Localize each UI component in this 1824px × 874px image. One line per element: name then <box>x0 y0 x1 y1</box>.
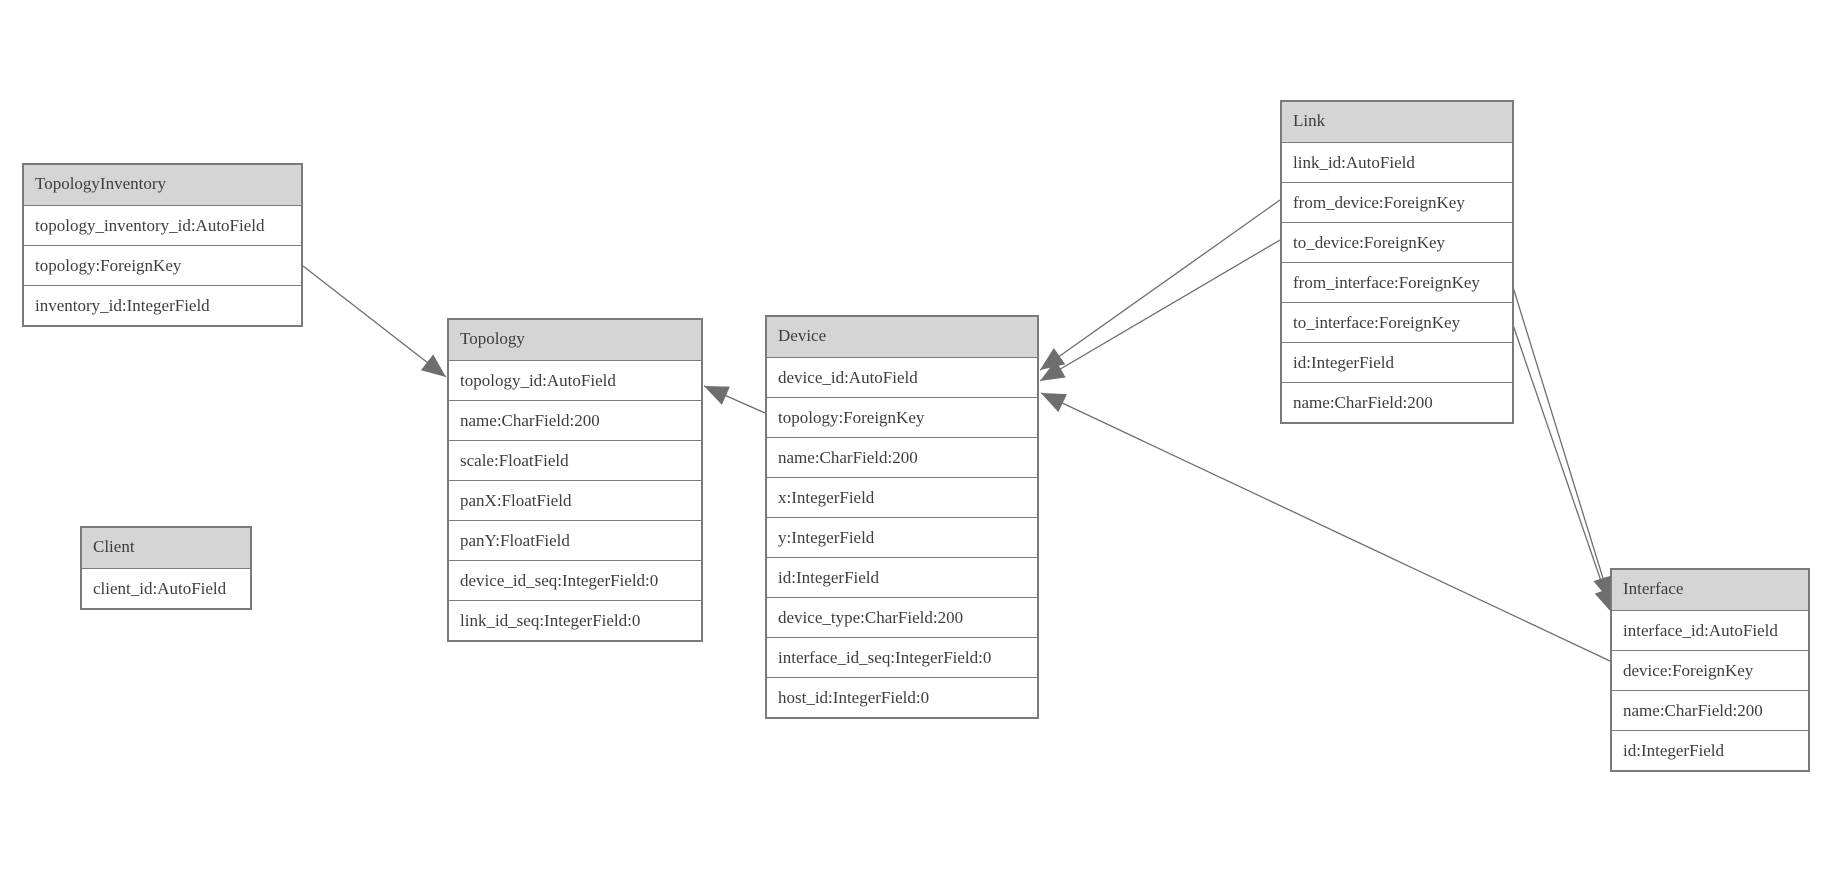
entity-field-row: name:CharField:200 <box>1282 382 1512 422</box>
edge-device-topology-to-topology <box>703 385 766 414</box>
entity-field-row: y:IntegerField <box>767 517 1037 557</box>
entity-field-row: host_id:IntegerField:0 <box>767 677 1037 717</box>
edge-topologyinventory-topology-to-topology <box>302 265 447 378</box>
entity-field-row: device_id_seq:IntegerField:0 <box>449 560 701 600</box>
entity-field-row: device:ForeignKey <box>1612 650 1808 690</box>
entity-field-row: panX:FloatField <box>449 480 701 520</box>
edge-group <box>302 199 1614 662</box>
entity-field-row: from_device:ForeignKey <box>1282 182 1512 222</box>
entity-field-row: interface_id_seq:IntegerField:0 <box>767 637 1037 677</box>
entity-field-row: scale:FloatField <box>449 440 701 480</box>
entity-title-topology-inventory: TopologyInventory <box>24 165 301 205</box>
entity-field-row: name:CharField:200 <box>1612 690 1808 730</box>
entity-field-row: topology:ForeignKey <box>767 397 1037 437</box>
entity-title-interface: Interface <box>1612 570 1808 610</box>
entity-field-row: id:IntegerField <box>1282 342 1512 382</box>
entity-field-row: x:IntegerField <box>767 477 1037 517</box>
entity-field-row: topology:ForeignKey <box>24 245 301 285</box>
entity-field-row: topology_id:AutoField <box>449 360 701 400</box>
entity-field-row: device_id:AutoField <box>767 357 1037 397</box>
edge-interface-device-to-device <box>1040 392 1611 662</box>
entity-field-row: id:IntegerField <box>1612 730 1808 770</box>
edge-link-from_device-to-device <box>1039 199 1281 371</box>
entity-field-row: id:IntegerField <box>767 557 1037 597</box>
entity-title-client: Client <box>82 528 250 568</box>
entity-field-row: name:CharField:200 <box>449 400 701 440</box>
entity-field-row: panY:FloatField <box>449 520 701 560</box>
entity-field-row: topology_inventory_id:AutoField <box>24 205 301 245</box>
entity-field-row: interface_id:AutoField <box>1612 610 1808 650</box>
entity-title-topology: Topology <box>449 320 701 360</box>
entity-field-row: from_interface:ForeignKey <box>1282 262 1512 302</box>
edge-link-to_interface-to-interface <box>1512 324 1614 614</box>
entity-title-device: Device <box>767 317 1037 357</box>
entity-field-row: inventory_id:IntegerField <box>24 285 301 325</box>
entity-title-link: Link <box>1282 102 1512 142</box>
entity-field-row: device_type:CharField:200 <box>767 597 1037 637</box>
entity-field-row: link_id:AutoField <box>1282 142 1512 182</box>
entity-field-row: name:CharField:200 <box>767 437 1037 477</box>
entity-field-row: client_id:AutoField <box>82 568 250 608</box>
entity-field-row: to_interface:ForeignKey <box>1282 302 1512 342</box>
edge-link-from_interface-to-interface <box>1512 286 1613 602</box>
entity-field-row: to_device:ForeignKey <box>1282 222 1512 262</box>
entity-field-row: link_id_seq:IntegerField:0 <box>449 600 701 640</box>
edge-link-to_device-to-device <box>1039 239 1281 382</box>
